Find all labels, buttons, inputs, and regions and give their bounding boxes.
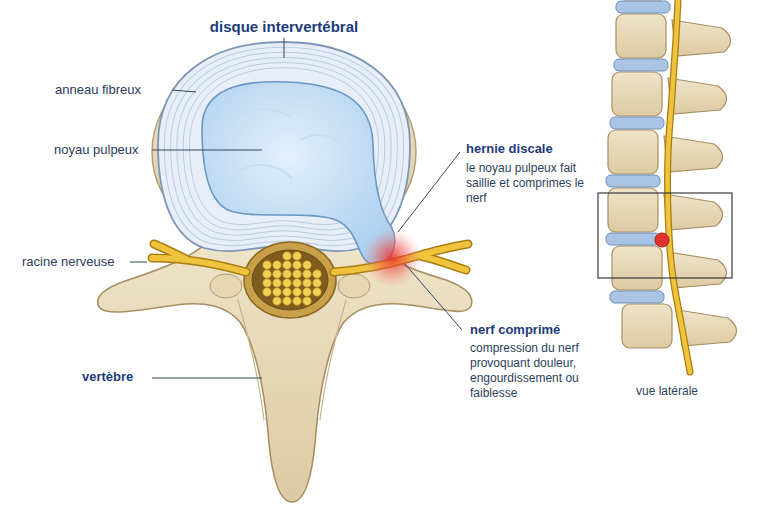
nerve-fiber [283,279,292,288]
dural-sac [244,242,336,318]
nerve-fiber [293,270,302,279]
vertebral-body [608,188,658,232]
part-label: anneau fibreux [55,82,141,98]
nerve-fiber [303,270,312,279]
part-label: vertèbre [82,369,133,385]
leader-line [152,378,262,379]
leader-line [398,152,460,232]
nerve-fiber [293,252,302,261]
vertebral-body [608,130,658,174]
vertebral-body [612,72,662,116]
nerve-fiber [263,288,272,297]
intervertebral-disc [610,117,664,129]
spinal-canal [252,250,328,310]
nerve-fiber [273,270,282,279]
nerve-fiber [283,270,292,279]
nerve-root [152,244,246,272]
vertebral-body [622,304,672,348]
nerve-fiber [283,297,292,306]
nerve-fiber [293,288,302,297]
intervertebral-disc [606,233,660,245]
leader-line [130,262,147,263]
bone-shading [320,300,346,420]
callout-note: le noyau pulpeux fait saillie et comprim… [466,161,588,206]
nerve-fiber [273,297,282,306]
callout-heading: nerf comprimé [470,322,560,338]
compression-glow [362,228,422,288]
callout-heading: hernie discale [466,141,553,157]
nerve-fiber [283,288,292,297]
vertebral-body [612,246,662,290]
spinous-process [664,136,723,172]
part-label: racine nerveuse [22,254,115,270]
nerve-fiber [273,288,282,297]
nerve-fiber [313,279,322,288]
zoom-frame [598,193,732,278]
articular-process [338,274,370,298]
nerve-root-outline [152,244,246,272]
nerve-fiber [313,288,322,297]
nerve-fiber [293,297,302,306]
leader-line [284,38,285,58]
nerve-fiber [273,261,282,270]
nucleus-pulposus [202,82,395,265]
intervertebral-disc [606,175,660,187]
part-title: disque intervertébral [184,18,384,36]
vertebral-arch [98,238,472,502]
leader-line [405,264,462,330]
herniation-marker [655,233,669,247]
callout-note: compression du nerf provoquant douleur, … [470,341,595,401]
spinous-process [672,20,731,56]
leader-line [152,150,262,151]
intervertebral-disc [616,1,670,13]
intervertebral-disc [610,291,664,303]
leader-line [172,90,196,92]
nerve-fiber [313,270,322,279]
nerve-fiber [283,252,292,261]
lateral-spine [606,0,737,372]
nerve-fiber [263,261,272,270]
articular-process [210,274,242,298]
cauda-equina [263,252,322,306]
nerve-fiber [263,279,272,288]
nerve-fiber [303,288,312,297]
nerve-fiber [293,279,302,288]
nerve-fiber [283,261,292,270]
part-label: noyau pulpeux [54,142,139,158]
nerve-fiber [303,279,312,288]
spinous-process [668,78,727,114]
spinous-process [664,194,723,230]
view-label: vue latérale [636,384,698,398]
vertebral-body [616,14,666,58]
intervertebral-disc [614,59,668,71]
nerve-fiber [273,279,282,288]
nerve-fiber [303,261,312,270]
nerve-fiber [303,297,312,306]
bone-shading [238,300,264,420]
nerve-fiber [293,261,302,270]
nucleus-texture [232,109,346,178]
nerve-fiber [263,270,272,279]
